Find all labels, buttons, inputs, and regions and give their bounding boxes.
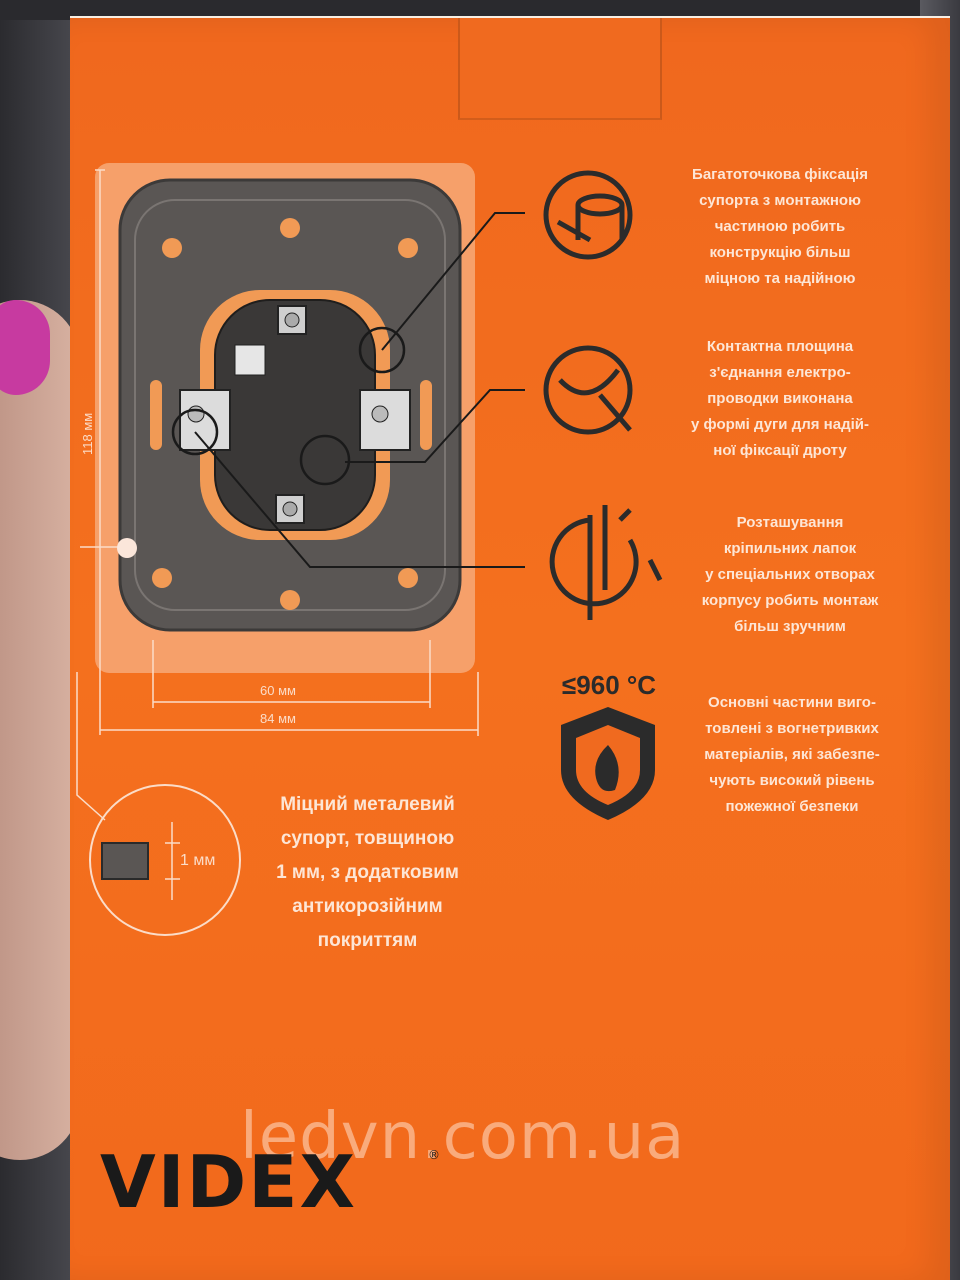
registered-mark: ® — [428, 1148, 440, 1162]
feature-text-mounting-tabs: Розташування кріпильних лапок у спеціаль… — [701, 514, 879, 635]
mounting-tabs-icon — [549, 505, 663, 620]
fire-shield-icon — [561, 707, 655, 820]
feature-text-locking: Багатоточкова фіксація супорта з монтажн… — [692, 166, 868, 287]
arc-contact-icon — [543, 345, 633, 435]
thickness-dimension: 1 мм — [180, 852, 216, 869]
watermark: ledvn.com.ua — [240, 1100, 686, 1174]
height-dimension: 118 мм — [80, 412, 95, 455]
finger — [0, 300, 80, 1160]
background-top — [0, 0, 960, 20]
feature-text-fire-safety: Основні частини виго- товлені з вогнетри… — [704, 694, 880, 815]
thickness-magnifier — [89, 784, 241, 936]
metal-support-section — [101, 842, 149, 880]
temperature-label: ≤960 °С — [562, 670, 657, 700]
feature-text-arc-contact: Контактна площина з'єднання електро- про… — [691, 338, 869, 459]
locking-points-icon — [543, 170, 633, 260]
support-description: Міцний металевий супорт, товщиною 1 мм, … — [276, 794, 459, 951]
outer-width-dimension: 84 мм — [260, 711, 296, 726]
inner-width-dimension: 60 мм — [260, 683, 296, 698]
brand-logo: VIDEX — [100, 1140, 357, 1224]
box-flap — [458, 18, 662, 120]
fingernail — [0, 300, 50, 395]
